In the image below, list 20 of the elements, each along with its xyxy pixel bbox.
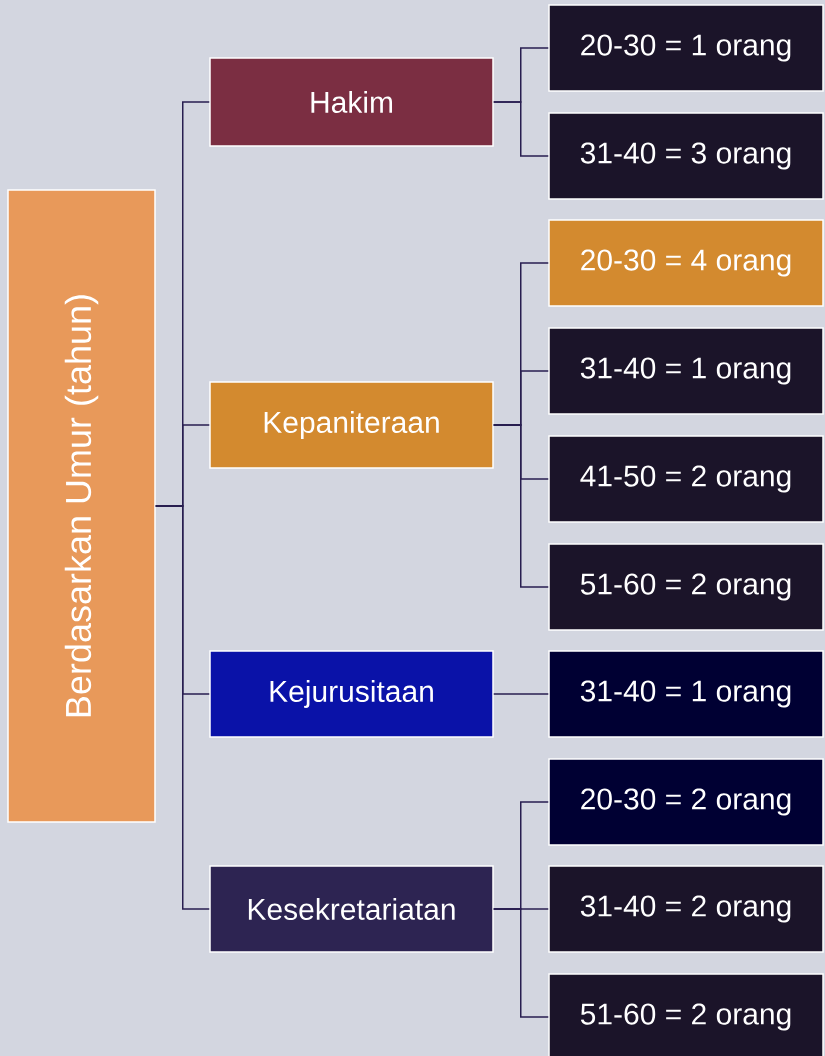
connector-line bbox=[493, 424, 549, 588]
category-box: Kejurusitaan bbox=[209, 650, 494, 738]
connector-line bbox=[493, 101, 549, 157]
category-box: Kesekretariatan bbox=[209, 865, 494, 953]
connector-line bbox=[493, 693, 549, 695]
age-box: 31-40 = 1 orang bbox=[548, 327, 824, 415]
age-box: 51-60 = 2 orang bbox=[548, 543, 824, 631]
age-box: 31-40 = 3 orang bbox=[548, 112, 824, 200]
category-box: Kepaniteraan bbox=[209, 381, 494, 469]
age-box: 20-30 = 4 orang bbox=[548, 219, 824, 307]
root-box: Berdasarkan Umur (tahun) bbox=[7, 189, 156, 823]
age-box: 31-40 = 1 orang bbox=[548, 650, 824, 738]
connector-line bbox=[155, 505, 210, 910]
age-box: 31-40 = 2 orang bbox=[548, 865, 824, 953]
age-box: 20-30 = 1 orang bbox=[548, 4, 824, 92]
age-box: 20-30 = 2 orang bbox=[548, 758, 824, 846]
age-box: 51-60 = 2 orang bbox=[548, 973, 824, 1056]
age-box: 41-50 = 2 orang bbox=[548, 435, 824, 523]
connector-line bbox=[493, 908, 549, 1018]
category-box: Hakim bbox=[209, 57, 494, 147]
